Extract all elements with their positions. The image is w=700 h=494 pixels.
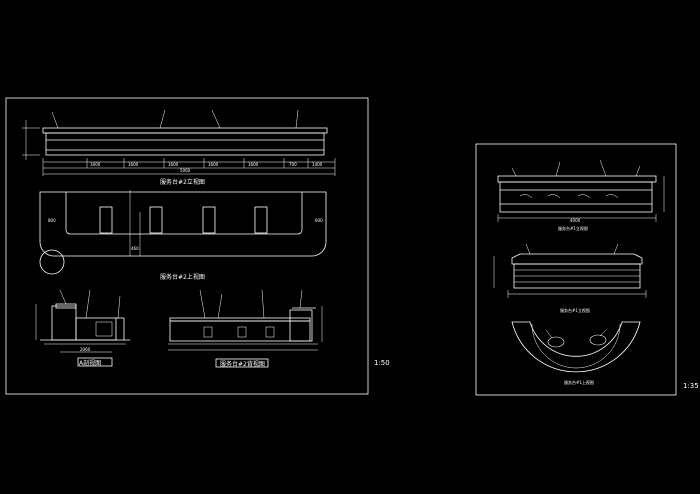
- right-sheet-frame: [475, 143, 677, 396]
- elev2-dim-5: 1600: [248, 162, 259, 167]
- elev2-dim-1: 1600: [90, 162, 101, 167]
- left-sheet: 1600 1600 1600 1600 1600 700 1400 5060 服…: [5, 97, 390, 395]
- right-sheet: 4000 服务台#1立视图 服务台#1立视图 服务台#1上: [475, 143, 699, 396]
- front1-title: 服务台#1立视图: [560, 307, 590, 313]
- elev2-dim-7: 1400: [312, 162, 323, 167]
- elev2-overall-dim: 5060: [180, 168, 191, 173]
- plan2-dim-2: 600: [315, 218, 323, 223]
- elev1-overall-dim: 4000: [570, 218, 581, 223]
- plan2-dim-1: 800: [48, 218, 56, 223]
- elev1-title: 服务台#1立视图: [558, 225, 588, 231]
- back2-title: 服务台#2背视图: [220, 360, 265, 368]
- section-view-a: [35, 289, 130, 367]
- elev2-dim-6: 700: [289, 162, 297, 167]
- left-sheet-scale: 1:50: [374, 359, 390, 367]
- plan2-title: 服务台#2上视图: [160, 273, 205, 281]
- plan1-title: 服务台#1上视图: [564, 379, 594, 385]
- plan-view-2: [39, 190, 327, 275]
- elev2-dim-2: 1600: [128, 162, 139, 167]
- elevation-view-2: [22, 109, 336, 176]
- right-sheet-scale: 1:35: [683, 382, 699, 390]
- left-sheet-frame: [5, 97, 369, 395]
- elev2-dim-4: 1600: [208, 162, 219, 167]
- section-a-title: A剖视图: [79, 359, 101, 367]
- section-a-overall-dim: 2060: [80, 347, 91, 352]
- elev2-title: 服务台#2立视图: [160, 178, 205, 186]
- plan2-dim-3: 460: [131, 246, 139, 251]
- plan2-corner-detail: [39, 249, 65, 275]
- back-view-2: [168, 289, 323, 368]
- front-view-1: [493, 243, 647, 298]
- elev2-dim-3: 1600: [168, 162, 179, 167]
- elevation-view-1: [497, 159, 665, 222]
- plan-view-1: [511, 321, 641, 373]
